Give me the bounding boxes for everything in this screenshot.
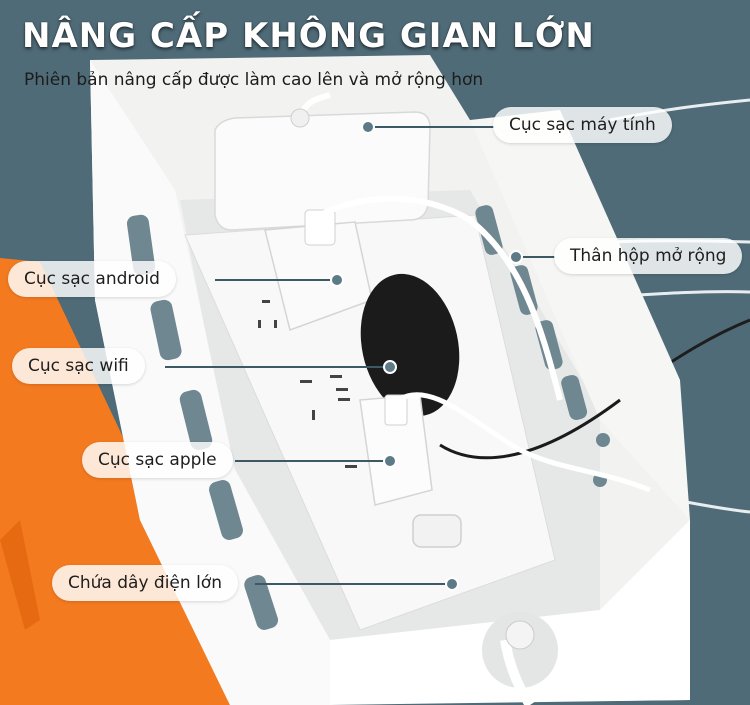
callout-line-strip	[255, 583, 445, 585]
callout-wifi-charger: Cục sạc wifi	[12, 348, 145, 384]
callout-dot-box	[509, 250, 523, 264]
callout-line-laptop	[372, 126, 494, 128]
callout-apple-charger: Cục sạc apple	[82, 442, 233, 478]
callout-dot-apple	[383, 454, 397, 468]
callout-line-wifi	[165, 366, 383, 368]
callout-power-strip: Chứa dây điện lớn	[52, 565, 238, 601]
callout-line-apple	[235, 460, 385, 462]
callout-dot-strip	[445, 577, 459, 591]
callout-android-charger: Cục sạc android	[8, 261, 176, 297]
page-subtitle: Phiên bản nâng cấp được làm cao lên và m…	[24, 70, 484, 90]
callout-dot-android	[330, 273, 344, 287]
callout-box-body: Thân hộp mở rộng	[554, 238, 743, 274]
callout-laptop-charger: Cục sạc máy tính	[493, 107, 672, 143]
callout-dot-wifi	[383, 360, 397, 374]
wifi-charger	[360, 273, 460, 417]
page-title: NÂNG CẤP KHÔNG GIAN LỚN	[22, 16, 595, 56]
callout-line-android	[215, 279, 330, 281]
callout-line-box	[520, 256, 555, 258]
callout-dot-laptop	[361, 120, 375, 134]
